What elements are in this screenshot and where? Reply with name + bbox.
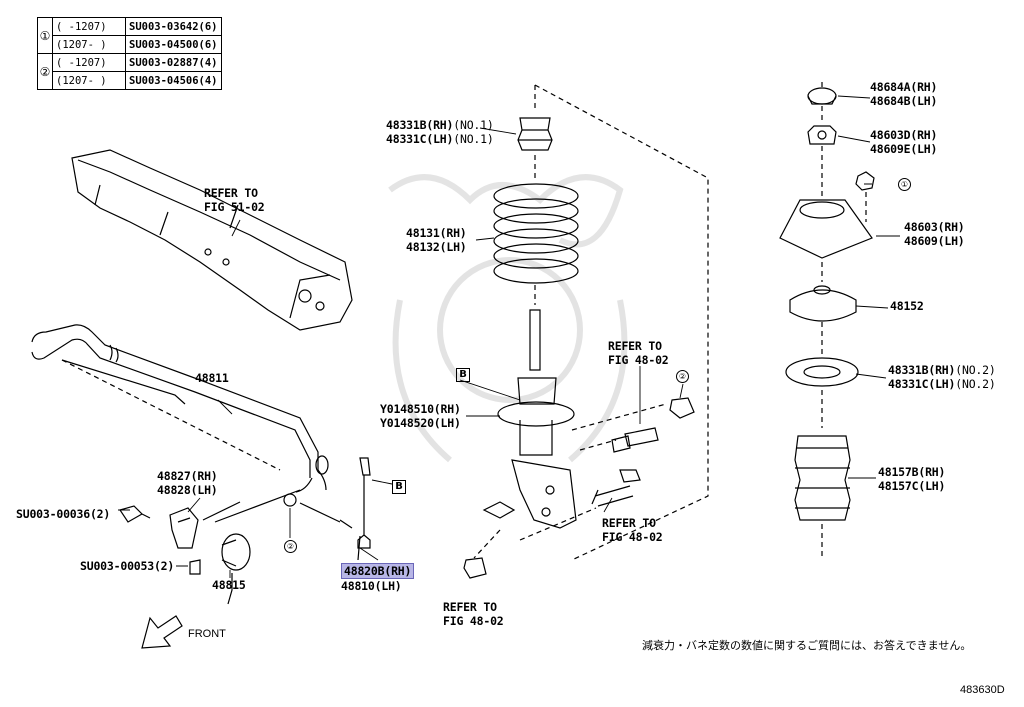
refer-line-2: FIG 51-02 <box>204 200 265 214</box>
refer-fig-48-02-mid[interactable]: REFER TO FIG 48-02 <box>602 516 663 544</box>
part-48131: 48131(RH) <box>406 226 467 240</box>
table-row: (1207- ) SU003-04506(4) <box>38 71 222 90</box>
marker-cell: ① <box>37 17 53 54</box>
no1-tag: (NO.1) <box>453 118 494 132</box>
part-cell: SU003-04506(4) <box>125 71 222 90</box>
part-48811[interactable]: 48811 <box>195 371 229 385</box>
no2-tag: (NO.2) <box>955 377 996 391</box>
bump-stop-part <box>517 117 553 151</box>
part-cell: SU003-02887(4) <box>125 53 222 72</box>
refer-line-1: REFER TO <box>204 186 258 200</box>
part-48152[interactable]: 48152 <box>890 299 924 313</box>
part-48157b-48157c[interactable]: 48157B(RH) 48157C(LH) <box>878 465 945 493</box>
part-48131-48132[interactable]: 48131(RH) 48132(LH) <box>406 226 467 254</box>
refer-line-2: FIG 48-02 <box>608 353 669 367</box>
figure-code: 483630D <box>960 684 1005 696</box>
part-48684b: 48684B(LH) <box>870 94 938 108</box>
refer-line-2: FIG 48-02 <box>443 614 504 628</box>
coil-spring-part <box>493 183 579 284</box>
part-48331c: 48331C(LH) <box>386 132 454 146</box>
spec-table: ① ( -1207) SU003-03642(6) (1207- ) SU003… <box>37 17 222 90</box>
table-row: ① ( -1207) SU003-03642(6) <box>37 17 222 54</box>
part-48331b: 48331B(RH) <box>888 363 956 377</box>
part-48132: 48132(LH) <box>406 240 467 254</box>
part-48157c: 48157C(LH) <box>878 479 946 493</box>
front-label: FRONT <box>188 628 226 640</box>
part-y0148520: Y0148520(LH) <box>380 416 461 430</box>
no1-tag: (NO.1) <box>453 132 494 146</box>
part-48331b: 48331B(RH) <box>386 118 454 132</box>
refer-line-1: REFER TO <box>608 339 662 353</box>
ref-marker-2: ② <box>676 370 689 383</box>
refer-fig-51-02[interactable]: REFER TO FIG 51-02 <box>204 186 265 214</box>
part-cell: SU003-03642(6) <box>125 17 222 36</box>
leader-lines <box>118 95 900 578</box>
range-cell: (1207- ) <box>52 35 126 54</box>
table-row: ② ( -1207) SU003-02887(4) <box>37 53 222 90</box>
bolts-part <box>463 397 695 579</box>
disclaimer-note: 減衰力・バネ定数の数値に関するご質問には、お答えできません。 <box>642 639 972 652</box>
front-arrow-icon <box>141 615 183 649</box>
part-48684a-48684b[interactable]: 48684A(RH) 48684B(LH) <box>870 80 937 108</box>
refer-fig-48-02-top[interactable]: REFER TO FIG 48-02 <box>608 339 669 367</box>
range-cell: (1207- ) <box>52 71 126 90</box>
part-48603d: 48603D(RH) <box>870 128 938 142</box>
part-48331b-48331c-no2[interactable]: 48331B(RH)(NO.2) 48331C(LH)(NO.2) <box>888 363 996 391</box>
part-48609: 48609(LH) <box>904 234 965 248</box>
part-48827-48828[interactable]: 48827(RH) 48828(LH) <box>157 469 218 497</box>
marker-cell: ② <box>37 53 53 90</box>
range-cell: ( -1207) <box>52 17 126 36</box>
refer-line-1: REFER TO <box>602 516 656 530</box>
stabilizer-bracket-part <box>119 493 297 605</box>
part-y0148510: Y0148510(RH) <box>380 402 461 416</box>
part-cell: SU003-04500(6) <box>125 35 222 54</box>
stabilizer-link-part <box>299 457 371 561</box>
part-48331b-48331c-no1[interactable]: 48331B(RH)(NO.1) 48331C(LH)(NO.1) <box>386 118 494 146</box>
watermark-emblem <box>388 174 628 463</box>
crossmember-part <box>71 149 353 331</box>
part-su003-00053[interactable]: SU003-00053(2) <box>80 559 175 573</box>
part-48157b: 48157B(RH) <box>878 465 946 479</box>
leader-dashes <box>61 82 867 561</box>
ref-marker-b: B <box>392 480 406 494</box>
part-48684a: 48684A(RH) <box>870 80 938 94</box>
refer-line-2: FIG 48-02 <box>602 530 663 544</box>
part-48815[interactable]: 48815 <box>212 578 246 592</box>
range-cell: ( -1207) <box>52 53 126 72</box>
table-row: (1207- ) SU003-04500(6) <box>38 35 222 54</box>
shock-absorber-part <box>482 309 577 529</box>
part-su003-00036[interactable]: SU003-00036(2) <box>16 507 111 521</box>
no2-tag: (NO.2) <box>955 363 996 377</box>
part-y0148510-y0148520[interactable]: Y0148510(RH) Y0148520(LH) <box>380 402 461 430</box>
part-48603: 48603(RH) <box>904 220 965 234</box>
part-48331c: 48331C(LH) <box>888 377 956 391</box>
part-48603-48609[interactable]: 48603(RH) 48609(LH) <box>904 220 965 248</box>
ref-marker-1: ① <box>898 178 911 191</box>
part-48603d-48609e[interactable]: 48603D(RH) 48609E(LH) <box>870 128 937 156</box>
part-48609e: 48609E(LH) <box>870 142 938 156</box>
refer-fig-48-02-bottom[interactable]: REFER TO FIG 48-02 <box>443 600 504 628</box>
part-48810: 48810(LH) <box>341 579 402 593</box>
mount-stack-part <box>779 87 875 521</box>
part-48820b-48810[interactable]: 48820B(RH) 48810(LH) <box>341 563 415 593</box>
ref-marker-2: ② <box>284 540 297 553</box>
part-48828: 48828(LH) <box>157 483 218 497</box>
part-48827: 48827(RH) <box>157 469 218 483</box>
refer-line-1: REFER TO <box>443 600 497 614</box>
ref-marker-b: B <box>456 368 470 382</box>
part-48820b-highlighted[interactable]: 48820B(RH) <box>341 563 415 579</box>
